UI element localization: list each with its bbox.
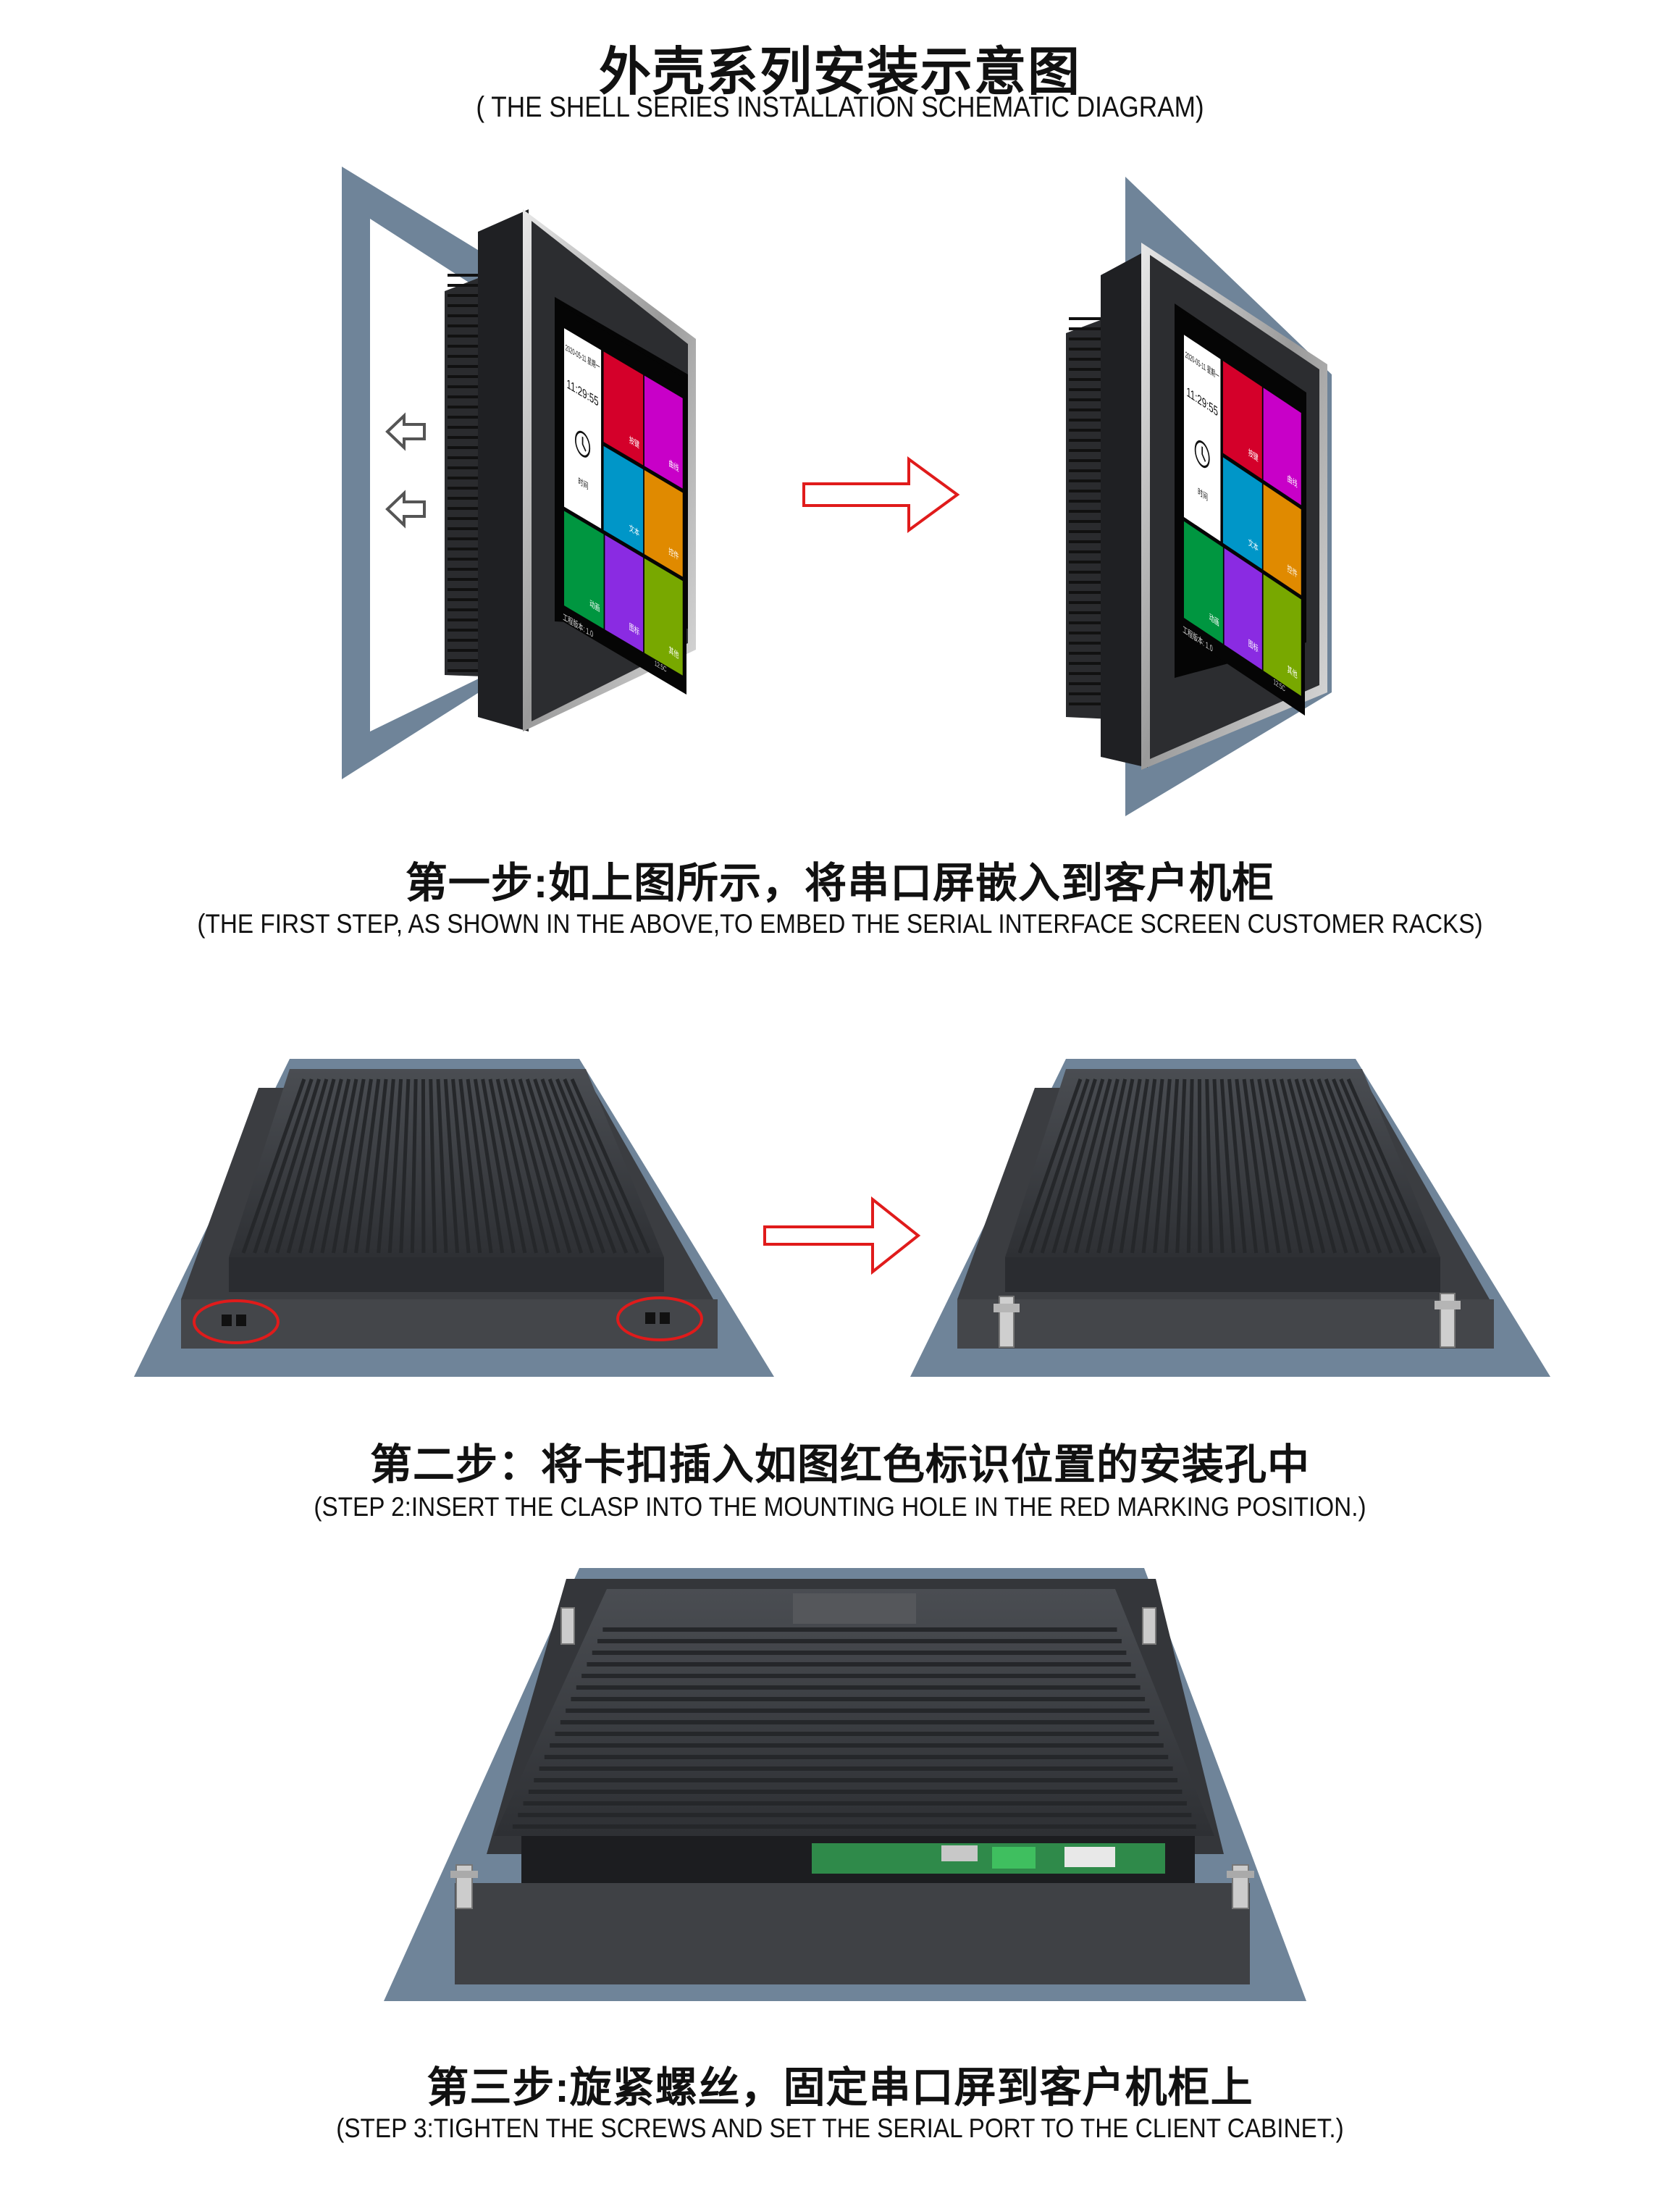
screen-tile: [603, 445, 644, 554]
clasp-icon: [994, 1296, 1020, 1348]
screw-icon: [1227, 1864, 1254, 1909]
page-subtitle: ( THE SHELL SERIES INSTALLATION SCHEMATI…: [476, 91, 1204, 123]
step2-after: [910, 1059, 1550, 1377]
step2-title: 第二步：将卡扣插入如图红色标识位置的安装孔中: [369, 1441, 1310, 1488]
step1-title: 第一步:如上图所示，将串口屏嵌入到客户机柜: [405, 860, 1275, 907]
screen-tile: [603, 351, 644, 466]
step3-title: 第三步:旋紧螺丝，固定串口屏到客户机柜上: [427, 2064, 1253, 2111]
screen-tile: [644, 470, 683, 577]
screen-tile: [644, 375, 683, 489]
hmi-device-side: 2020-05-11 星期一 11:29:55 时间 按键曲线文本控件动画图标其…: [445, 209, 696, 731]
right-arrow-icon: [802, 456, 960, 533]
mounting-holes: [222, 1312, 670, 1326]
hmi-screen: 2020-05-11 星期一 11:29:55 时间 按键曲线文本控件动画图标其…: [559, 304, 686, 695]
step2-before: [134, 1059, 774, 1377]
screw-icon: [450, 1864, 478, 1909]
step3-description: (STEP 3:TIGHTEN THE SCREWS AND SET THE S…: [336, 2113, 1344, 2143]
red-marker-circle: [193, 1299, 280, 1344]
screen-tile: [605, 534, 644, 653]
insert-direction-arrow-icon: [385, 412, 426, 529]
screen-tile: [644, 558, 683, 676]
step1-before: 2020-05-11 星期一 11:29:55 时间 按键曲线文本控件动画图标其…: [342, 167, 696, 779]
screw-icon: [1142, 1607, 1156, 1645]
right-arrow-icon: [763, 1196, 921, 1275]
clock-icon: [574, 430, 591, 458]
clasp-icon: [1435, 1293, 1461, 1348]
step1-description: (THE FIRST STEP, AS SHOWN IN THE ABOVE,T…: [197, 909, 1483, 939]
screw-icon: [560, 1607, 575, 1645]
red-marker-circle: [616, 1296, 703, 1341]
screen-tile: [564, 511, 604, 629]
step1-after: [1066, 177, 1332, 816]
step2-description: (STEP 2:INSERT THE CLASP INTO THE MOUNTI…: [314, 1492, 1366, 1522]
page-title: 外壳系列安装示意图: [598, 43, 1081, 101]
step3-tightened: [384, 1568, 1306, 2001]
